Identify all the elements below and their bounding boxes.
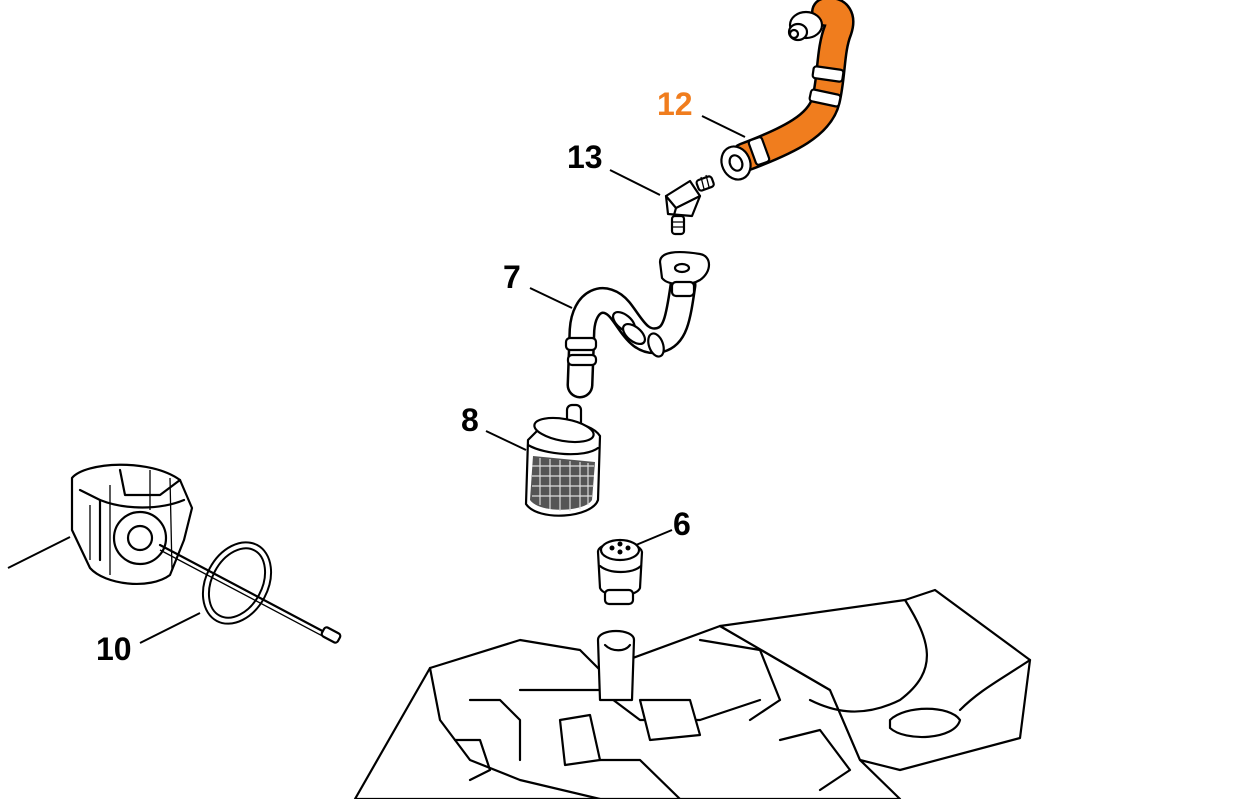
callout-12: 12 (657, 86, 693, 122)
carburetor-icon[interactable] (70, 463, 342, 644)
elbow-connector-icon[interactable] (664, 174, 715, 236)
fuel-filter-icon[interactable] (524, 403, 602, 517)
valve-icon[interactable] (596, 538, 644, 606)
gasket-ring-icon[interactable] (193, 535, 280, 632)
callout-10: 10 (96, 631, 132, 667)
fuel-hose-icon[interactable] (716, 0, 855, 185)
callout-7: 7 (503, 259, 521, 295)
callout-6: 6 (673, 506, 691, 542)
callout-8: 8 (461, 402, 479, 438)
suction-hose-icon[interactable] (564, 251, 711, 399)
leader-lines (7, 115, 746, 644)
tank-housing-icon[interactable] (353, 588, 1032, 799)
callout-13: 13 (567, 139, 603, 175)
